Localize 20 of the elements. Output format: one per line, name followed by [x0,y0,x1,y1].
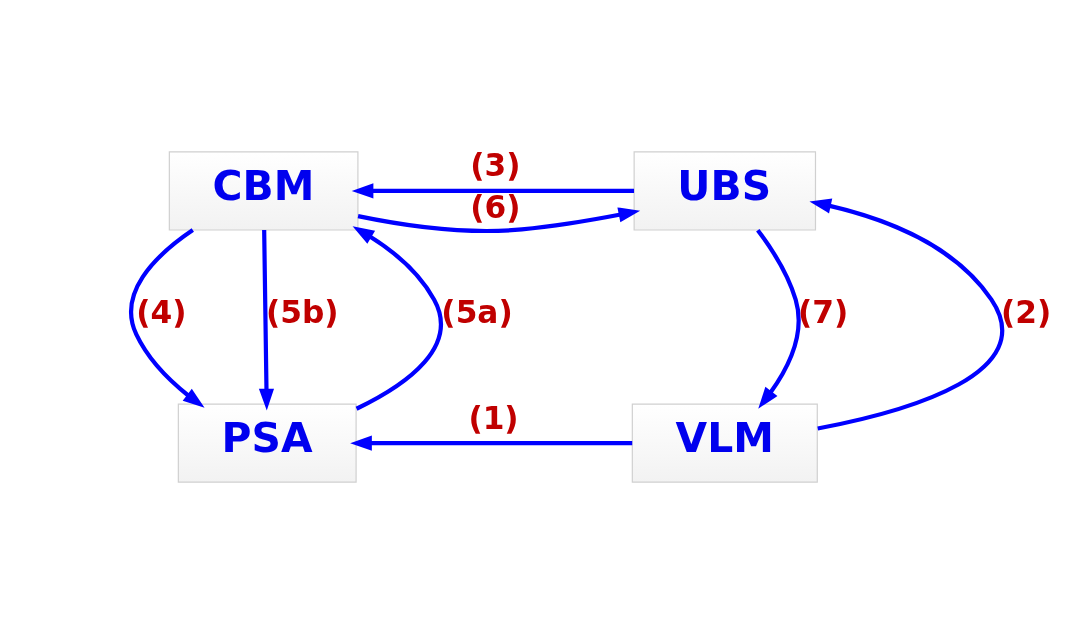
edge-label: (6) [470,188,521,225]
arrow [350,435,633,451]
edge-label: (5b) [266,293,339,330]
arrow [129,227,205,408]
node-box: VLM [631,403,818,483]
edge-label: (1) [468,399,519,436]
node-box: UBS [633,150,817,231]
arrow [357,206,641,233]
edge-label: (7) [798,293,849,330]
edge-label: (3) [470,146,521,183]
arrow [351,182,635,199]
node-box: CBM [168,150,359,231]
arrow [809,198,1004,431]
edge-label: (4) [136,293,187,330]
edge-label: (2) [1001,293,1052,330]
edge-label: (5a) [441,293,513,330]
arrow [756,228,801,409]
arrow [352,225,443,411]
node-box: PSA [177,403,357,483]
arrow [258,229,275,410]
